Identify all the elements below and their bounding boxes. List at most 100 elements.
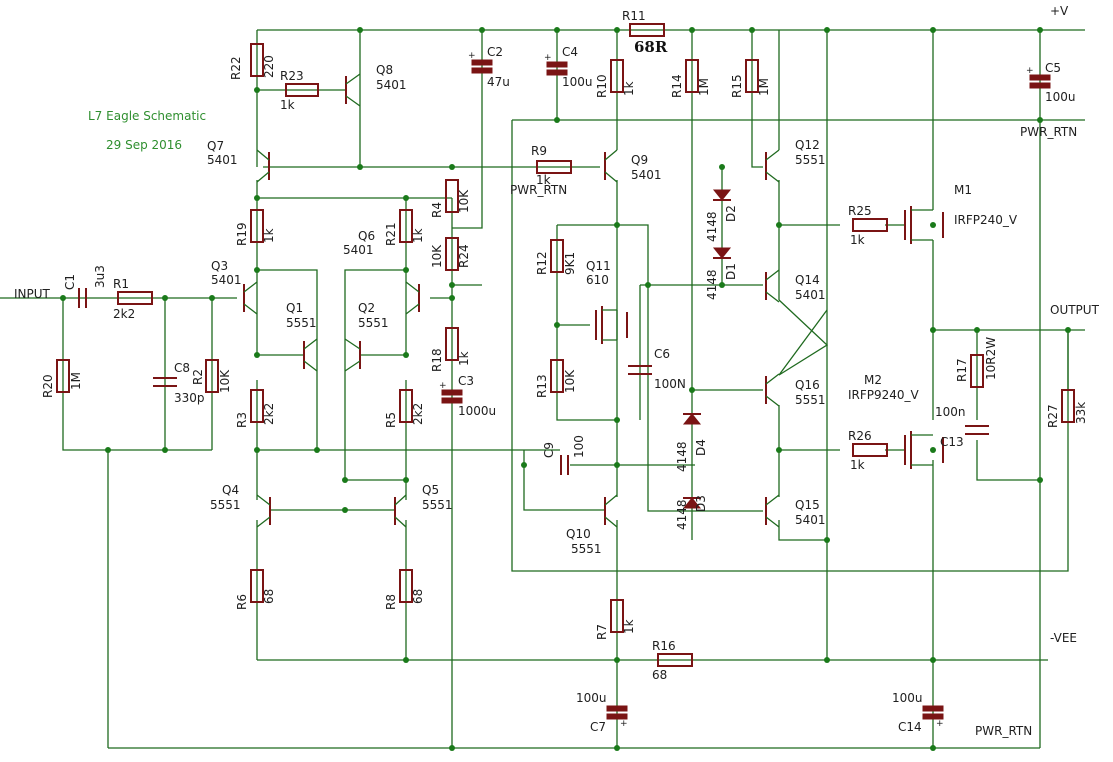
transistor-q8 <box>345 73 361 107</box>
mosfet-q11 <box>595 306 628 344</box>
transistor-q1 <box>303 338 318 372</box>
capacitor-c7: + <box>606 705 628 729</box>
value-d3: 4148 <box>675 499 689 530</box>
capacitor-c1 <box>78 288 87 308</box>
net-pwr-rtn-q9: PWR_RTN <box>510 183 567 197</box>
resistor-r2 <box>205 359 219 393</box>
value-q12: 5551 <box>795 153 826 167</box>
resistor-r18 <box>445 327 459 361</box>
value-q6: 5401 <box>343 243 374 257</box>
resistor-r1 <box>117 291 153 305</box>
value-q9: 5401 <box>631 168 662 182</box>
capacitor-c5: + <box>1026 66 1051 89</box>
transistor-q14 <box>765 269 780 303</box>
value-r25: 1k <box>850 233 865 247</box>
label-c13: C13 <box>940 435 964 449</box>
value-c5: 100u <box>1045 90 1076 104</box>
value-r8: 68 <box>411 589 425 604</box>
resistor-r19 <box>250 209 264 243</box>
resistor-r12 <box>550 239 564 273</box>
resistor-r25 <box>852 218 888 232</box>
label-r3: R3 <box>235 412 249 428</box>
transistor-q15 <box>765 494 780 528</box>
label-r12: R12 <box>535 251 549 275</box>
label-r15: R15 <box>730 74 744 98</box>
resistor-r15 <box>745 59 759 93</box>
transistor-q3 <box>243 281 258 315</box>
resistors <box>56 23 1075 667</box>
svg-text:+: + <box>936 719 944 729</box>
net-output: OUTPUT <box>1050 303 1100 317</box>
value-r26: 1k <box>850 458 865 472</box>
value-r23: 1k <box>280 98 295 112</box>
junctions <box>60 27 1071 751</box>
resistor-r23 <box>285 83 319 97</box>
wires <box>0 29 1085 749</box>
resistor-r4 <box>445 179 459 213</box>
transistor-q12 <box>765 149 780 183</box>
label-r22: R22 <box>229 56 243 80</box>
svg-text:+: + <box>439 381 447 391</box>
capacitor-c4: + <box>544 53 568 76</box>
net-vee: -VEE <box>1050 631 1077 645</box>
label-q7: Q7 <box>207 139 224 153</box>
value-r15: 1M <box>757 78 771 96</box>
transistor-q4 <box>256 494 271 528</box>
capacitors: + + + + + + <box>78 51 1051 729</box>
capacitor-c14: + <box>922 705 944 729</box>
value-r7: 1k <box>622 619 636 634</box>
label-r20: R20 <box>41 374 55 398</box>
label-r11: R11 <box>622 9 646 23</box>
value-r3: 2k2 <box>262 403 276 425</box>
label-r24: R24 <box>457 244 471 268</box>
capacitor-c2: + <box>468 51 493 74</box>
resistor-r13 <box>550 359 564 393</box>
value-r5: 2k2 <box>411 403 425 425</box>
value-c4: 100u <box>562 75 593 89</box>
capacitor-c3: + <box>439 381 463 404</box>
resistor-r17 <box>970 354 984 388</box>
svg-text:+: + <box>544 53 552 63</box>
label-q8: Q8 <box>376 63 393 77</box>
value-q5: 5551 <box>422 498 453 512</box>
resistor-r27 <box>1061 389 1075 423</box>
resistor-r11 <box>629 23 665 37</box>
mosfet-m2 <box>904 431 944 469</box>
label-r19: R19 <box>235 222 249 246</box>
resistor-r9 <box>536 160 572 174</box>
value-c13: 100n <box>935 405 966 419</box>
label-r4: R4 <box>430 202 444 218</box>
value-r17: 10R2W <box>984 337 998 380</box>
value-q15: 5401 <box>795 513 826 527</box>
label-q9: Q9 <box>631 153 648 167</box>
label-r1: R1 <box>113 277 129 291</box>
label-d4: D4 <box>694 439 708 456</box>
diode-d2 <box>712 189 732 201</box>
resistor-r26 <box>852 443 888 457</box>
label-q4: Q4 <box>222 483 239 497</box>
transistor-q2 <box>344 338 361 372</box>
net-pwr-rtn-bottom: PWR_RTN <box>975 724 1032 738</box>
capacitor-c9 <box>560 455 569 475</box>
label-c3: C3 <box>458 374 474 388</box>
value-r14: 1M <box>697 78 711 96</box>
label-r14: R14 <box>670 74 684 98</box>
label-r27: R27 <box>1046 404 1060 428</box>
label-c8: C8 <box>174 361 190 375</box>
value-r18: 1k <box>457 351 471 366</box>
value-q8: 5401 <box>376 78 407 92</box>
resistor-r14 <box>685 59 699 93</box>
schematic-date: 29 Sep 2016 <box>106 138 182 152</box>
resistor-r24 <box>445 237 459 271</box>
value-r9: 1k <box>536 173 551 187</box>
label-c5: C5 <box>1045 61 1061 75</box>
transistor-q7 <box>256 149 270 183</box>
label-m2: M2 <box>864 373 882 387</box>
value-d1: 4148 <box>705 269 719 300</box>
value-r2: 10K <box>218 369 232 393</box>
label-q12: Q12 <box>795 138 820 152</box>
label-r21: R21 <box>384 222 398 246</box>
value-r20: 1M <box>69 372 83 390</box>
resistor-r21 <box>399 209 413 243</box>
